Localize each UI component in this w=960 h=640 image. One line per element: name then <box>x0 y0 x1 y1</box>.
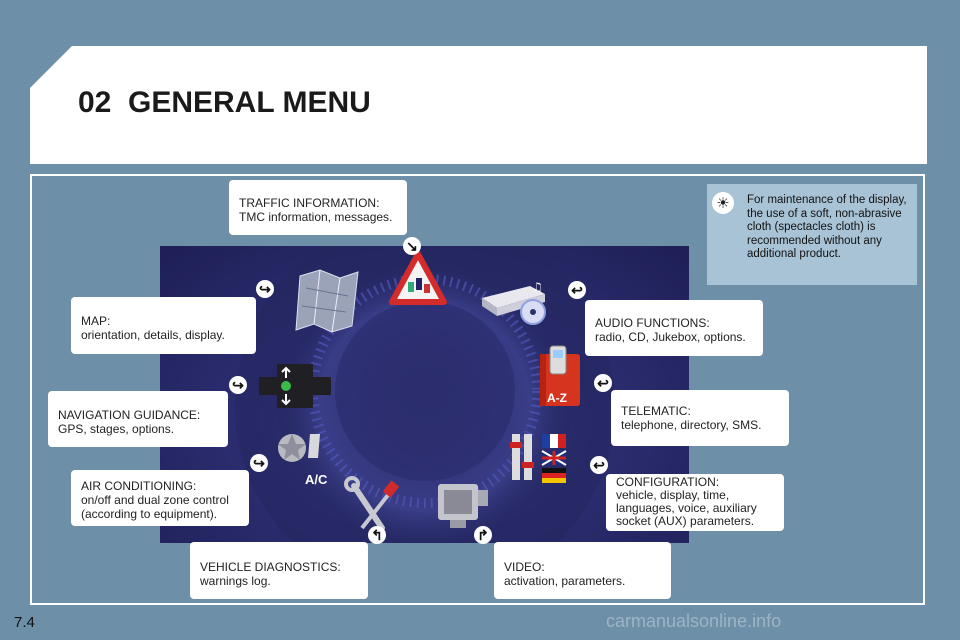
svg-text:♫: ♫ <box>532 280 543 294</box>
video-desc: activation, parameters. <box>504 574 626 588</box>
audio-icon[interactable]: ♫ <box>482 280 546 325</box>
audio-title: AUDIO FUNCTIONS: <box>595 316 710 330</box>
center-disc <box>335 301 515 481</box>
diagnostics-icon[interactable] <box>344 476 400 531</box>
arrow-curve-up-icon: ↱ <box>474 526 492 544</box>
map-icon[interactable] <box>295 269 359 333</box>
configuration-desc-2: languages, voice, auxiliary <box>616 501 757 515</box>
configuration-desc-3: socket (AUX) parameters. <box>616 514 755 528</box>
content-frame <box>30 174 925 605</box>
air-conditioning-icon[interactable]: A/C <box>278 434 328 487</box>
callout-navigation: NAVIGATION GUIDANCE: GPS, stages, option… <box>48 391 228 447</box>
ac-desc-2: (according to equipment). <box>81 507 218 521</box>
callout-configuration: CONFIGURATION: vehicle, display, time, l… <box>606 474 784 531</box>
page-title: GENERAL MENU <box>128 86 371 119</box>
configuration-title: CONFIGURATION: <box>616 475 720 489</box>
arrow-curve-left-icon: ↩ <box>594 374 612 392</box>
watermark: carmanualsonline.info <box>606 611 782 631</box>
map-desc: orientation, details, display. <box>81 328 225 342</box>
callout-traffic: TRAFFIC INFORMATION: TMC information, me… <box>229 180 407 235</box>
callout-diagnostics: VEHICLE DIAGNOSTICS: warnings log. <box>190 542 368 599</box>
audio-desc: radio, CD, Jukebox, options. <box>595 330 746 344</box>
configuration-icon[interactable] <box>510 434 567 483</box>
arrow-curve-right-icon: ↪ <box>229 376 247 394</box>
navigation-icon[interactable] <box>259 364 331 408</box>
map-title: MAP: <box>81 314 111 328</box>
video-icon[interactable] <box>438 484 488 528</box>
arrow-curve-left-icon: ↩ <box>590 456 608 474</box>
maintenance-note-text: For maintenance of the display, the use … <box>747 194 907 260</box>
header-band <box>30 46 927 164</box>
traffic-icon[interactable] <box>389 251 447 305</box>
callout-video: VIDEO: activation, parameters. <box>494 542 671 599</box>
atoz-label: A-Z <box>547 391 567 405</box>
maintenance-note: For maintenance of the display, the use … <box>707 184 917 285</box>
traffic-title: TRAFFIC INFORMATION: <box>239 196 380 210</box>
callout-map: MAP: orientation, details, display. <box>71 297 256 354</box>
ac-desc-1: on/off and dual zone control <box>81 493 229 507</box>
navigation-desc: GPS, stages, options. <box>58 422 175 436</box>
callout-telematic: TELEMATIC: telephone, directory, SMS. <box>611 390 789 446</box>
page-number: 7.4 <box>14 614 35 631</box>
callout-audio: AUDIO FUNCTIONS: radio, CD, Jukebox, opt… <box>585 300 763 356</box>
diagnostics-desc: warnings log. <box>200 574 271 588</box>
arrow-curve-right-icon: ↪ <box>256 280 274 298</box>
traffic-desc: TMC information, messages. <box>239 210 393 224</box>
telematic-title: TELEMATIC: <box>621 404 691 418</box>
telematic-desc: telephone, directory, SMS. <box>621 418 762 432</box>
configuration-desc-1: vehicle, display, time, <box>616 488 730 502</box>
arrow-curve-right-icon: ↪ <box>250 454 268 472</box>
arrow-curve-left-icon: ↩ <box>568 281 586 299</box>
navigation-title: NAVIGATION GUIDANCE: <box>58 408 201 422</box>
arrow-curve-up-icon: ↰ <box>368 526 386 544</box>
chapter-number: 02 <box>78 86 112 119</box>
diagnostics-title: VEHICLE DIAGNOSTICS: <box>200 560 341 574</box>
telematic-icon[interactable]: A-Z <box>540 345 580 406</box>
ac-label: A/C <box>305 472 328 487</box>
arrow-down-icon: ↘ <box>403 237 421 255</box>
callout-air-conditioning: AIR CONDITIONING: on/off and dual zone c… <box>71 470 249 526</box>
sun-icon: ☀ <box>712 192 734 214</box>
ac-title: AIR CONDITIONING: <box>81 479 197 493</box>
video-title: VIDEO: <box>504 560 545 574</box>
